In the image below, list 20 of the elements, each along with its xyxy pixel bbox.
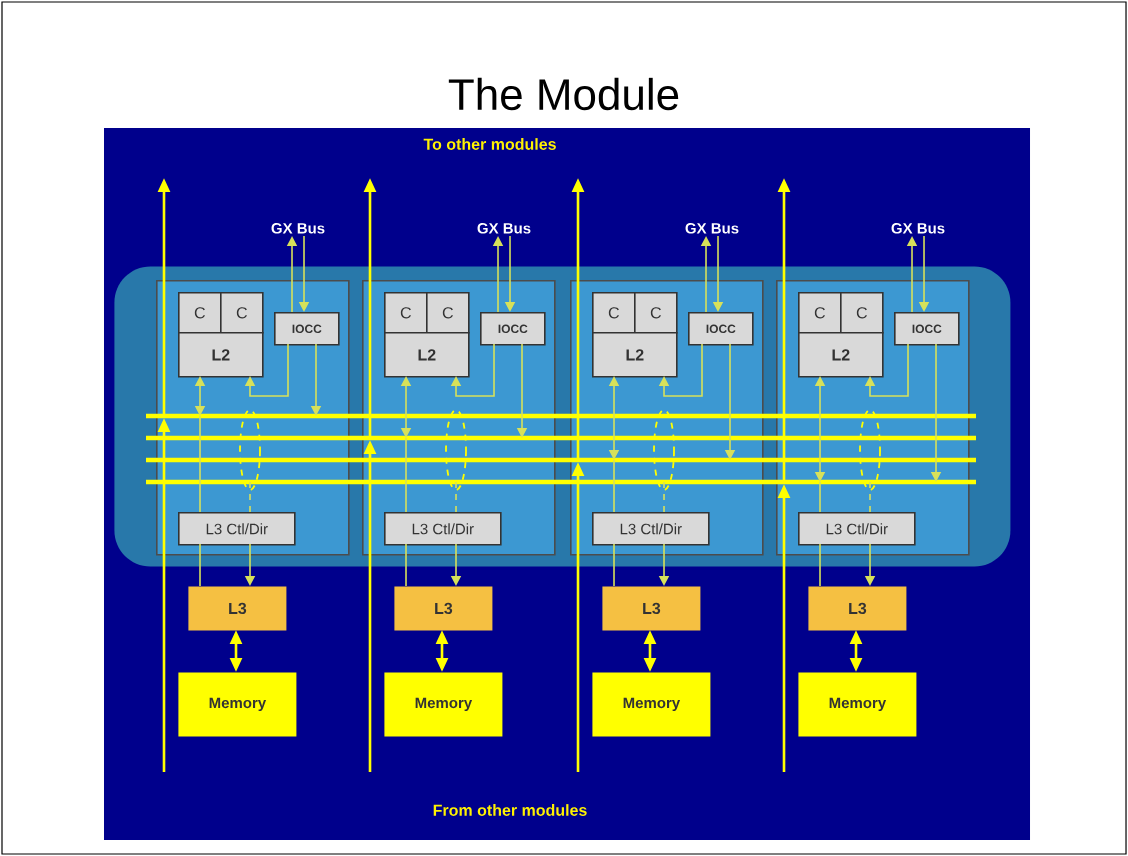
bus-label: From other modules bbox=[433, 804, 587, 816]
bus-label: To other modules bbox=[423, 138, 556, 150]
core-box: C bbox=[592, 292, 636, 334]
title: The Module bbox=[448, 77, 679, 111]
core-box: C bbox=[840, 292, 884, 334]
connector-arrow bbox=[450, 343, 495, 397]
core-box: C bbox=[178, 292, 222, 334]
core-box: C bbox=[634, 292, 678, 334]
cache-box: L3 bbox=[188, 586, 287, 631]
core-box: C bbox=[426, 292, 470, 334]
cache-box: L3 bbox=[602, 586, 701, 631]
connector-arrow bbox=[864, 343, 909, 397]
connector-arrow bbox=[658, 343, 703, 397]
core-box: C bbox=[384, 292, 428, 334]
core-box: C bbox=[798, 292, 842, 334]
bus-lines bbox=[146, 413, 976, 485]
cache-box: L3 bbox=[394, 586, 493, 631]
cache-box: L3 bbox=[808, 586, 907, 631]
connector-arrow bbox=[244, 343, 289, 397]
core-box: C bbox=[220, 292, 264, 334]
